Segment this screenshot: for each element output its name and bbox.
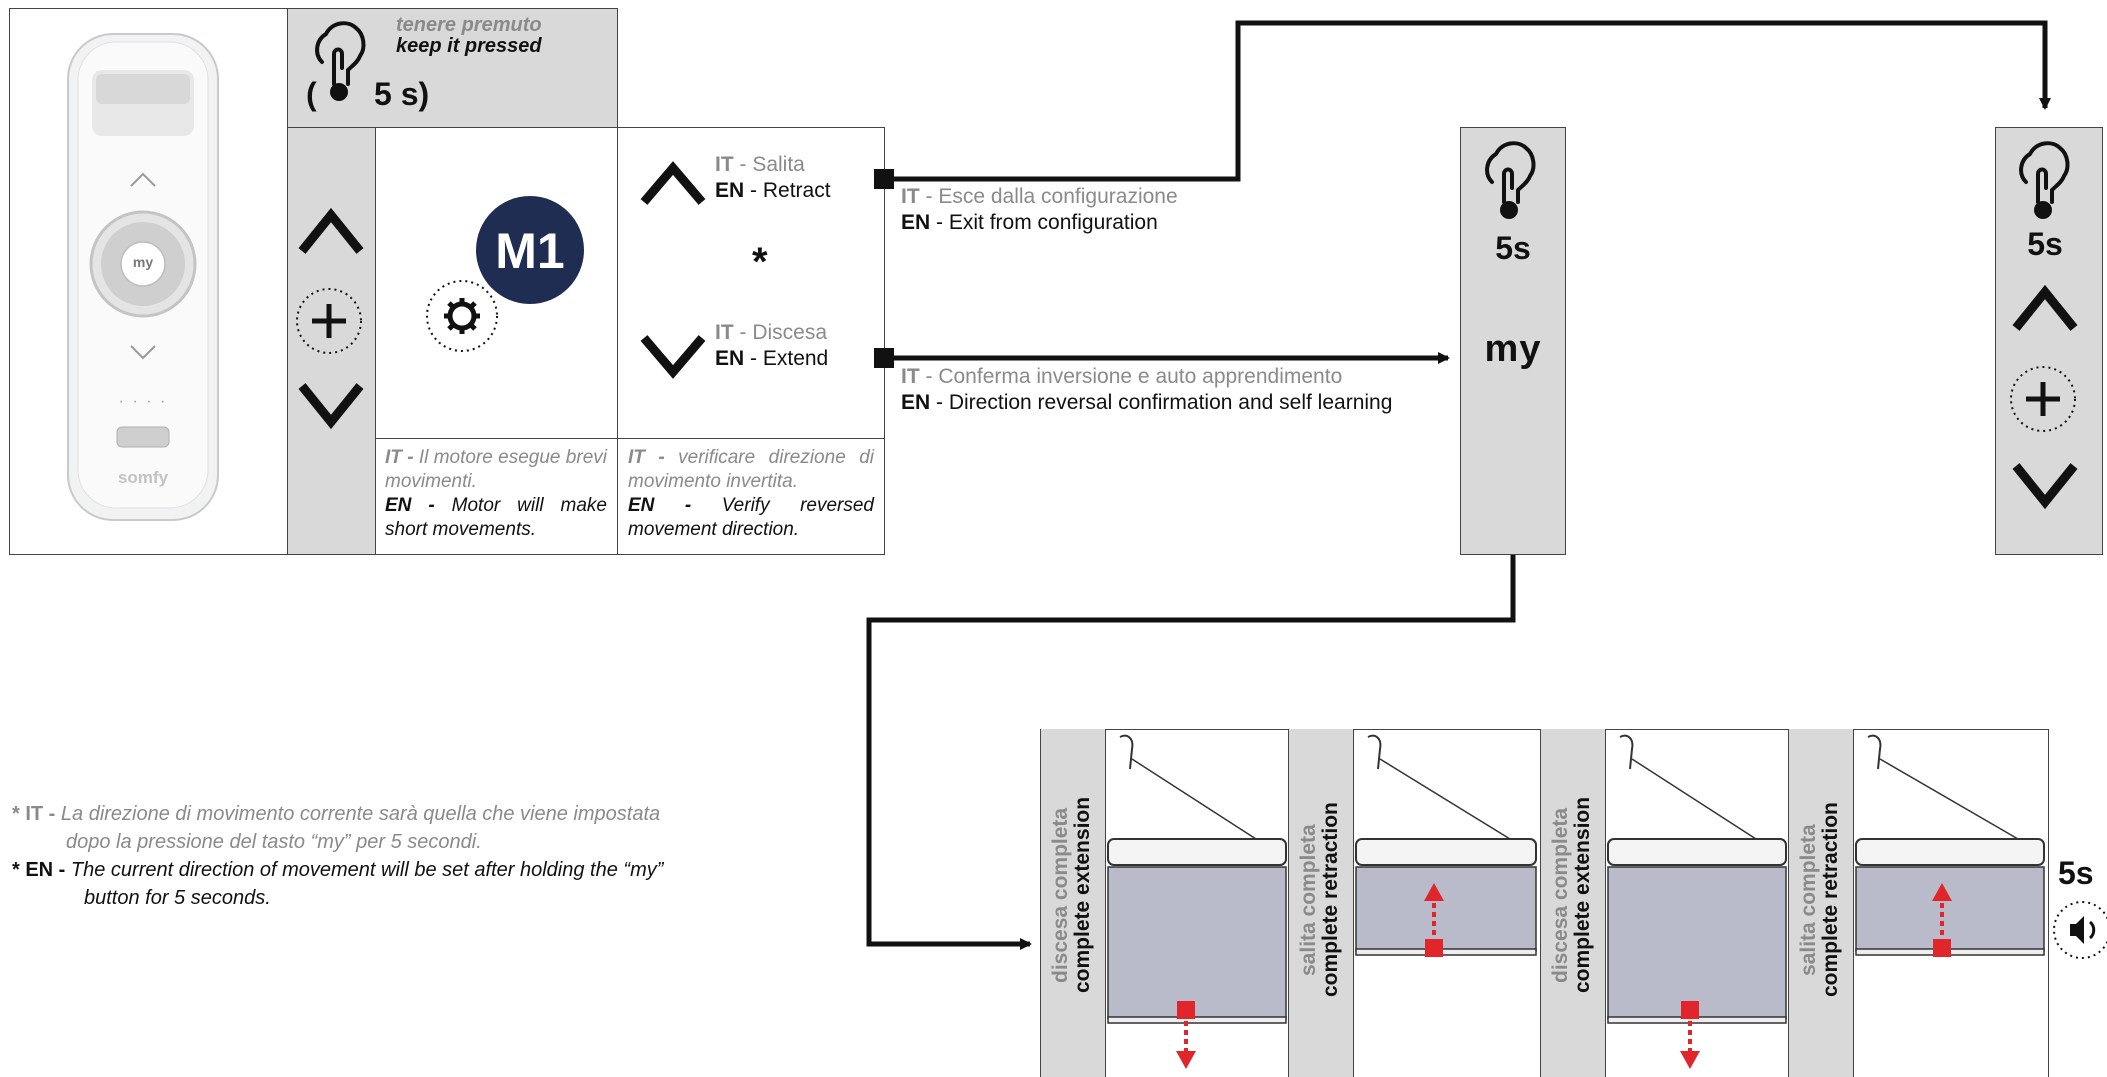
- blind-step-1-it: discesa completa: [1049, 807, 1072, 983]
- remote-my-label: my: [132, 254, 154, 270]
- press-hand-icon: [1485, 141, 1536, 219]
- down-chevron-icon: [298, 383, 364, 430]
- my-button-label[interactable]: my: [1484, 328, 1542, 370]
- blind-step-1-en: complete extension: [1071, 796, 1094, 994]
- blind-step-2-label-column: [1288, 729, 1354, 1077]
- confirm-label: IT - Conferma inversione e auto apprendi…: [901, 364, 1392, 416]
- blind-step-2-it: salita completa: [1297, 824, 1320, 976]
- right-panel-duration: 5s: [2027, 226, 2063, 262]
- plus-circle-icon: [2010, 366, 2076, 432]
- exit-en-text: - Exit from configuration: [930, 211, 1158, 234]
- beep-speaker-icon: [2053, 901, 2107, 959]
- exit-it-text: - Esce dalla configurazione: [919, 185, 1178, 208]
- blind-step-4-retract-illustration: [1855, 734, 2045, 957]
- footnote-it-line2: dopo la pressione del tasto “my” per 5 s…: [66, 831, 482, 853]
- hold-it-label: tenere premuto: [396, 14, 542, 36]
- up-chevron-icon: [298, 207, 364, 254]
- up-en-prefix: EN: [715, 179, 745, 202]
- exit-label: IT - Esce dalla configurazione EN - Exit…: [901, 184, 1178, 236]
- confirm-en-text: - Direction reversal confirmation and se…: [930, 391, 1393, 414]
- down-it-text: - Discesa: [733, 321, 828, 344]
- up-en-text: - Retract: [744, 179, 831, 202]
- exit-it-prefix: IT: [901, 185, 920, 208]
- settings-gear-icon: [426, 280, 498, 352]
- m1-badge: [476, 196, 584, 304]
- blind-step-2-en: complete retraction: [1319, 802, 1342, 998]
- confirm-it-prefix: IT: [901, 365, 920, 388]
- remote-control: [67, 33, 219, 521]
- down-en-prefix: EN: [715, 347, 745, 370]
- motor-note-it-prefix: IT -: [385, 447, 414, 468]
- blind-step-4-it: salita completa: [1797, 824, 1820, 976]
- blind-step-3-label-column: [1540, 729, 1606, 1077]
- down-direction-label: IT - Discesa EN - Extend: [715, 320, 828, 372]
- verify-note-en-text: Verify reversed movement direction.: [628, 495, 874, 540]
- end-duration: 5s: [2058, 855, 2094, 891]
- footnote-it-line1: La direzione di movimento corrente sarà …: [60, 803, 661, 825]
- blind-step-3-it: discesa completa: [1549, 807, 1572, 983]
- down-it-prefix: IT: [715, 321, 734, 344]
- motor-note-en-text: Motor will make short movements.: [385, 495, 607, 540]
- footnote-en-line2: button for 5 seconds.: [84, 887, 271, 909]
- blind-step-3-en: complete extension: [1571, 796, 1594, 994]
- verify-note-it-text: verificare direzione di movimento invert…: [628, 447, 874, 492]
- motor-note-en-prefix: EN -: [385, 495, 435, 516]
- motor-note: IT - Il motore esegue brevi movimenti. E…: [385, 446, 607, 542]
- blind-step-1-label-column: [1040, 729, 1106, 1077]
- verify-note-it-prefix: IT -: [628, 447, 665, 468]
- hold-open-paren: (: [306, 76, 317, 112]
- asterisk-marker: *: [752, 240, 768, 284]
- verify-note-en-prefix: EN -: [628, 495, 692, 516]
- blind-step-1-extend-illustration: [1107, 734, 1287, 1069]
- blind-step-2-retract-illustration: [1355, 734, 1537, 957]
- right-step-panel: [1995, 127, 2103, 555]
- down-chevron-icon: [2012, 463, 2078, 510]
- m1-badge-label: M1: [495, 223, 565, 279]
- hold-duration: 5 s): [374, 76, 430, 112]
- my-panel-duration: 5s: [1495, 230, 1531, 266]
- down-en-text: - Extend: [744, 347, 829, 370]
- motor-step-box: [375, 127, 618, 555]
- footnote-it-prefix: * IT -: [12, 803, 56, 825]
- blind-step-4-label: salita completa complete retraction: [1797, 790, 1842, 1010]
- up-direction-label: IT - Salita EN - Retract: [715, 152, 831, 204]
- blind-step-4-en: complete retraction: [1819, 802, 1842, 998]
- remote-brand: somfy: [117, 468, 169, 487]
- blind-step-1-label: discesa completa complete extension: [1049, 775, 1094, 1015]
- plus-circle-icon: [296, 288, 362, 354]
- confirm-it-text: - Conferma inversione e auto apprendimen…: [919, 365, 1343, 388]
- verify-note: IT - verificare direzione di movimento i…: [628, 446, 874, 542]
- press-hand-icon: [2019, 141, 2070, 219]
- footnote-en-line1: The current direction of movement will b…: [70, 859, 664, 881]
- direction-step-box: [617, 127, 885, 555]
- blind-step-4-label-column: [1788, 729, 1854, 1077]
- remote-dots: · · · ·: [118, 393, 168, 410]
- down-chevron-icon: [640, 335, 706, 379]
- blind-step-3-label: discesa completa complete extension: [1549, 775, 1594, 1015]
- press-hand-icon: [315, 21, 366, 101]
- confirm-en-prefix: EN: [901, 391, 931, 414]
- hold-en-label: keep it pressed: [396, 35, 542, 57]
- up-chevron-icon: [640, 161, 706, 205]
- motor-note-it-text: Il motore esegue brevi movimenti.: [385, 447, 607, 492]
- blind-step-2-label: salita completa complete retraction: [1297, 790, 1342, 1010]
- verify-note-box: [617, 438, 885, 555]
- footnote: * IT - La direzione di movimento corrent…: [12, 800, 663, 912]
- footnote-en-prefix: * EN -: [12, 859, 66, 881]
- exit-en-prefix: EN: [901, 211, 931, 234]
- up-chevron-icon: [2012, 284, 2078, 331]
- blind-step-3-extend-illustration: [1607, 734, 1787, 1069]
- up-it-prefix: IT: [715, 153, 734, 176]
- up-it-text: - Salita: [733, 153, 805, 176]
- my-button-panel: [1460, 127, 1566, 555]
